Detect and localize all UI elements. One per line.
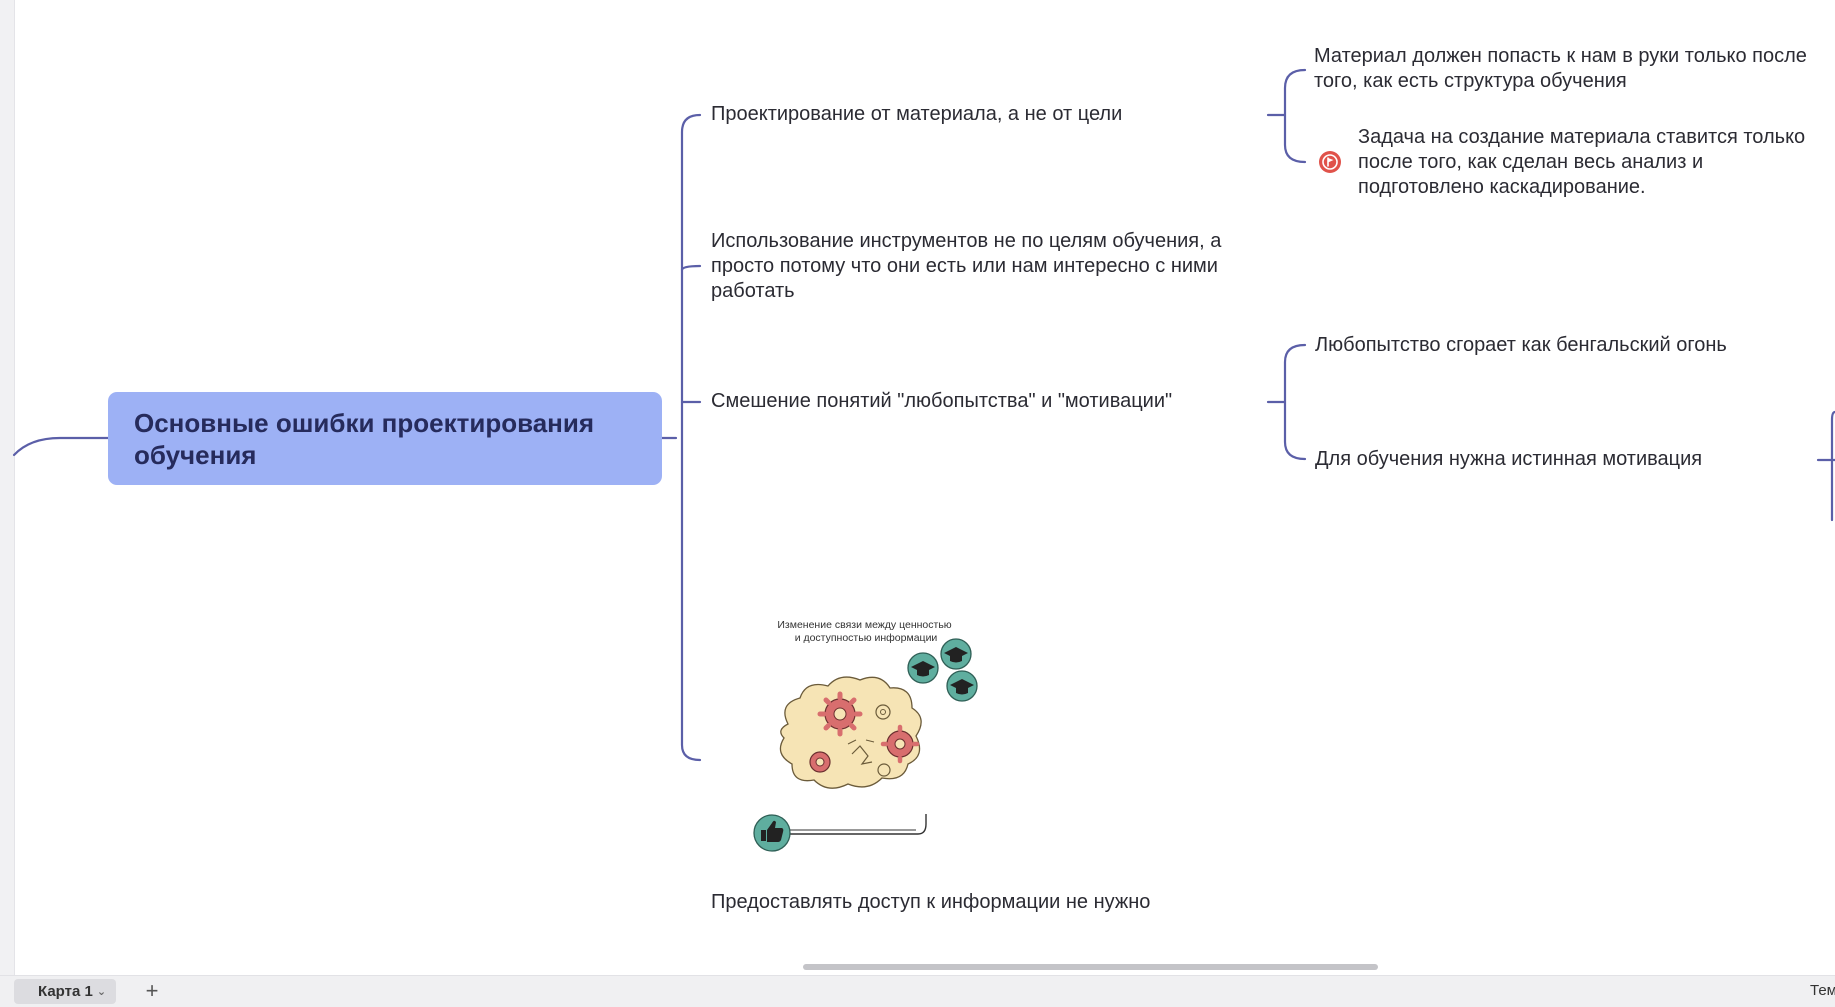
theme-label-truncated[interactable]: Тем	[1810, 982, 1835, 999]
mindmap-connectors	[12, 68, 1835, 762]
subtopic-3-1[interactable]: Любопытство сгорает как бенгальский огон…	[1315, 333, 1815, 358]
branch-2-connector	[680, 264, 702, 272]
subtopic-label: Любопытство сгорает как бенгальский огон…	[1315, 334, 1727, 356]
bottom-bar: Карта 1 ⌄ + Тем	[0, 975, 1835, 1007]
sheet-tab[interactable]: Карта 1 ⌄	[14, 979, 117, 1004]
gear-icon	[880, 724, 920, 764]
gear-icon	[817, 691, 863, 737]
branch-topic-1[interactable]: Проектирование от материала, а не от цел…	[711, 102, 1271, 127]
graduation-cap-icon	[946, 670, 978, 702]
image-caption-line-2: и доступностью информации	[795, 632, 938, 644]
subtopic-1-1[interactable]: Материал должен попасть к нам в руки тол…	[1314, 44, 1814, 94]
branch-1-bracket	[1283, 68, 1307, 164]
branch-topic-label: Смешение понятий "любопытства" и "мотива…	[711, 390, 1173, 412]
image-caption: Изменение связи между ценностью и доступ…	[777, 619, 954, 644]
main-spine	[680, 113, 702, 762]
branch-topic-label: Использование инструментов не по целям о…	[711, 230, 1222, 302]
left-panel-edge	[0, 0, 15, 975]
add-sheet-label: +	[145, 978, 159, 1003]
topic-image-illustration[interactable]: Изменение связи между ценностью и доступ…	[748, 614, 988, 859]
branch-topic-2[interactable]: Использование инструментов не по целям о…	[711, 229, 1261, 304]
branch-topic-3[interactable]: Смешение понятий "любопытства" и "мотива…	[711, 389, 1271, 414]
gear-icon	[875, 704, 891, 720]
add-sheet-button[interactable]: +	[140, 977, 164, 1005]
subtopic-label: Задача на создание материала ставится то…	[1358, 126, 1806, 198]
theme-label-text: Тем	[1810, 982, 1835, 999]
flag-icon	[1319, 151, 1341, 173]
subtopic-label: Для обучения нужна истинная мотивация	[1315, 448, 1703, 470]
sheet-tab-label: Карта 1	[38, 983, 93, 1000]
chevron-down-icon[interactable]: ⌄	[96, 986, 107, 998]
branch-topic-label: Предоставлять доступ к информации не нуж…	[711, 891, 1151, 913]
image-caption-line-1: Изменение связи между ценностью	[777, 619, 951, 631]
horizontal-scrollbar[interactable]	[803, 964, 1378, 970]
subtopic-1-2[interactable]: Задача на создание материала ставится то…	[1358, 125, 1828, 200]
thumbs-up-icon	[753, 814, 791, 852]
graduation-cap-icon	[940, 638, 972, 670]
gear-icon	[809, 751, 831, 773]
branch-topic-label: Проектирование от материала, а не от цел…	[711, 103, 1123, 125]
gear-icon	[877, 763, 891, 777]
subtopic-label: Материал должен попасть к нам в руки тол…	[1314, 45, 1807, 92]
root-topic[interactable]: Основные ошибки проектирования обучения	[108, 392, 662, 485]
subtopic-3-2[interactable]: Для обучения нужна истинная мотивация	[1315, 447, 1815, 472]
graduation-cap-icon	[907, 652, 939, 684]
root-topic-label: Основные ошибки проектирования обучения	[134, 407, 595, 470]
branch-topic-4[interactable]: Предоставлять доступ к информации не нуж…	[711, 890, 1271, 915]
branch-3-bracket	[1283, 343, 1307, 461]
offscreen-bracket	[1830, 410, 1835, 522]
parent-connector	[12, 436, 110, 457]
